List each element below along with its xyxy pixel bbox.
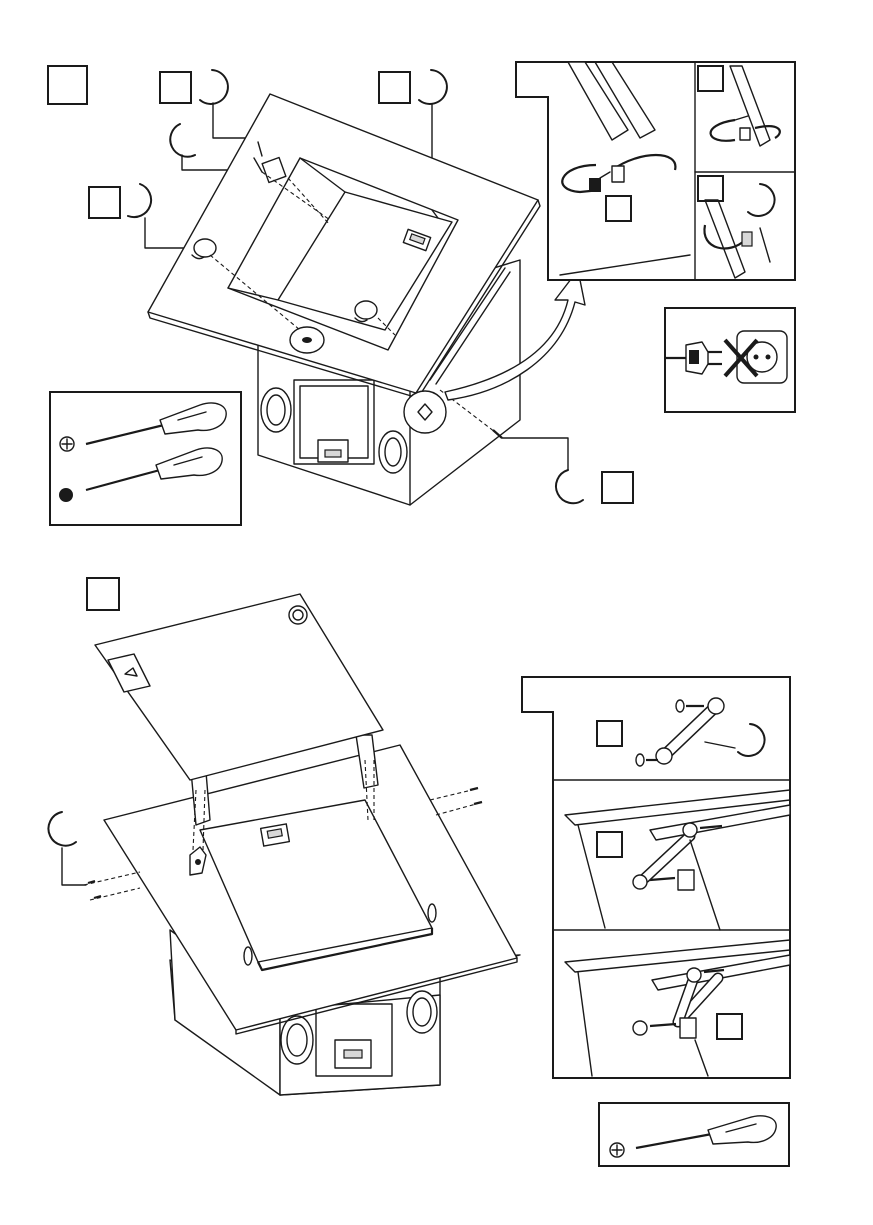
step-number-box	[597, 721, 622, 746]
step-number-box	[717, 1014, 742, 1039]
callout-circle	[200, 70, 228, 104]
step-1-group	[48, 62, 795, 525]
step-number-box	[87, 578, 119, 610]
callout-circle	[48, 812, 76, 846]
step-number-box	[48, 66, 87, 104]
strut-inset	[522, 677, 790, 1078]
callout-circle	[128, 184, 151, 217]
step-number-box	[602, 472, 633, 503]
callout-circle	[556, 470, 583, 503]
step-number-box	[89, 187, 120, 218]
step-number-box	[379, 72, 410, 103]
step-number-box	[160, 72, 191, 103]
step-number-box	[698, 176, 723, 201]
step-number-box	[606, 196, 631, 221]
callout-circle	[419, 70, 447, 104]
step-number-box	[597, 832, 622, 857]
step-number-box	[698, 66, 723, 91]
zoom-circle	[404, 391, 446, 433]
step-2-group	[48, 578, 790, 1166]
callout-circle	[170, 124, 195, 157]
